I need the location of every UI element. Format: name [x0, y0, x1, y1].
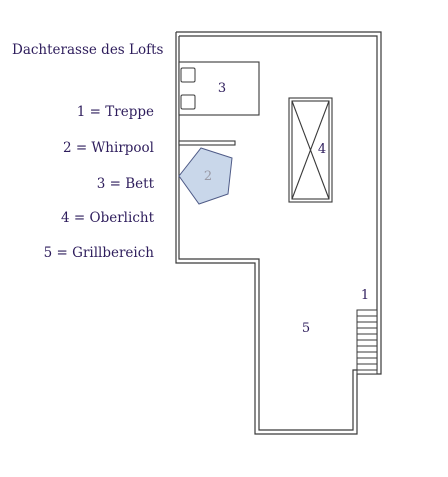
pillow-icon: [180, 67, 196, 83]
divider-wall: [178, 140, 236, 146]
legend-item-stairs: 1 = Treppe: [76, 104, 154, 120]
grill-area-marker: 5: [302, 321, 310, 336]
bed: 3: [178, 61, 260, 116]
legend-item-bed: 3 = Bett: [96, 176, 154, 192]
bed-marker: 3: [218, 81, 226, 96]
whirlpool-marker: 2: [204, 169, 212, 184]
legend-item-skylight: 4 = Oberlicht: [61, 210, 154, 226]
legend-item-grill-area: 5 = Grillbereich: [43, 245, 154, 261]
skylight: [288, 97, 333, 203]
stairs-marker: 1: [361, 288, 369, 303]
stairs: [356, 309, 378, 375]
skylight-marker: 4: [318, 142, 326, 157]
whirlpool: [178, 147, 233, 205]
plan-title: Dachterasse des Lofts: [12, 42, 164, 58]
pillow-icon: [180, 94, 196, 110]
outer-wall: [175, 31, 382, 435]
legend-item-whirlpool: 2 = Whirpool: [62, 140, 154, 156]
